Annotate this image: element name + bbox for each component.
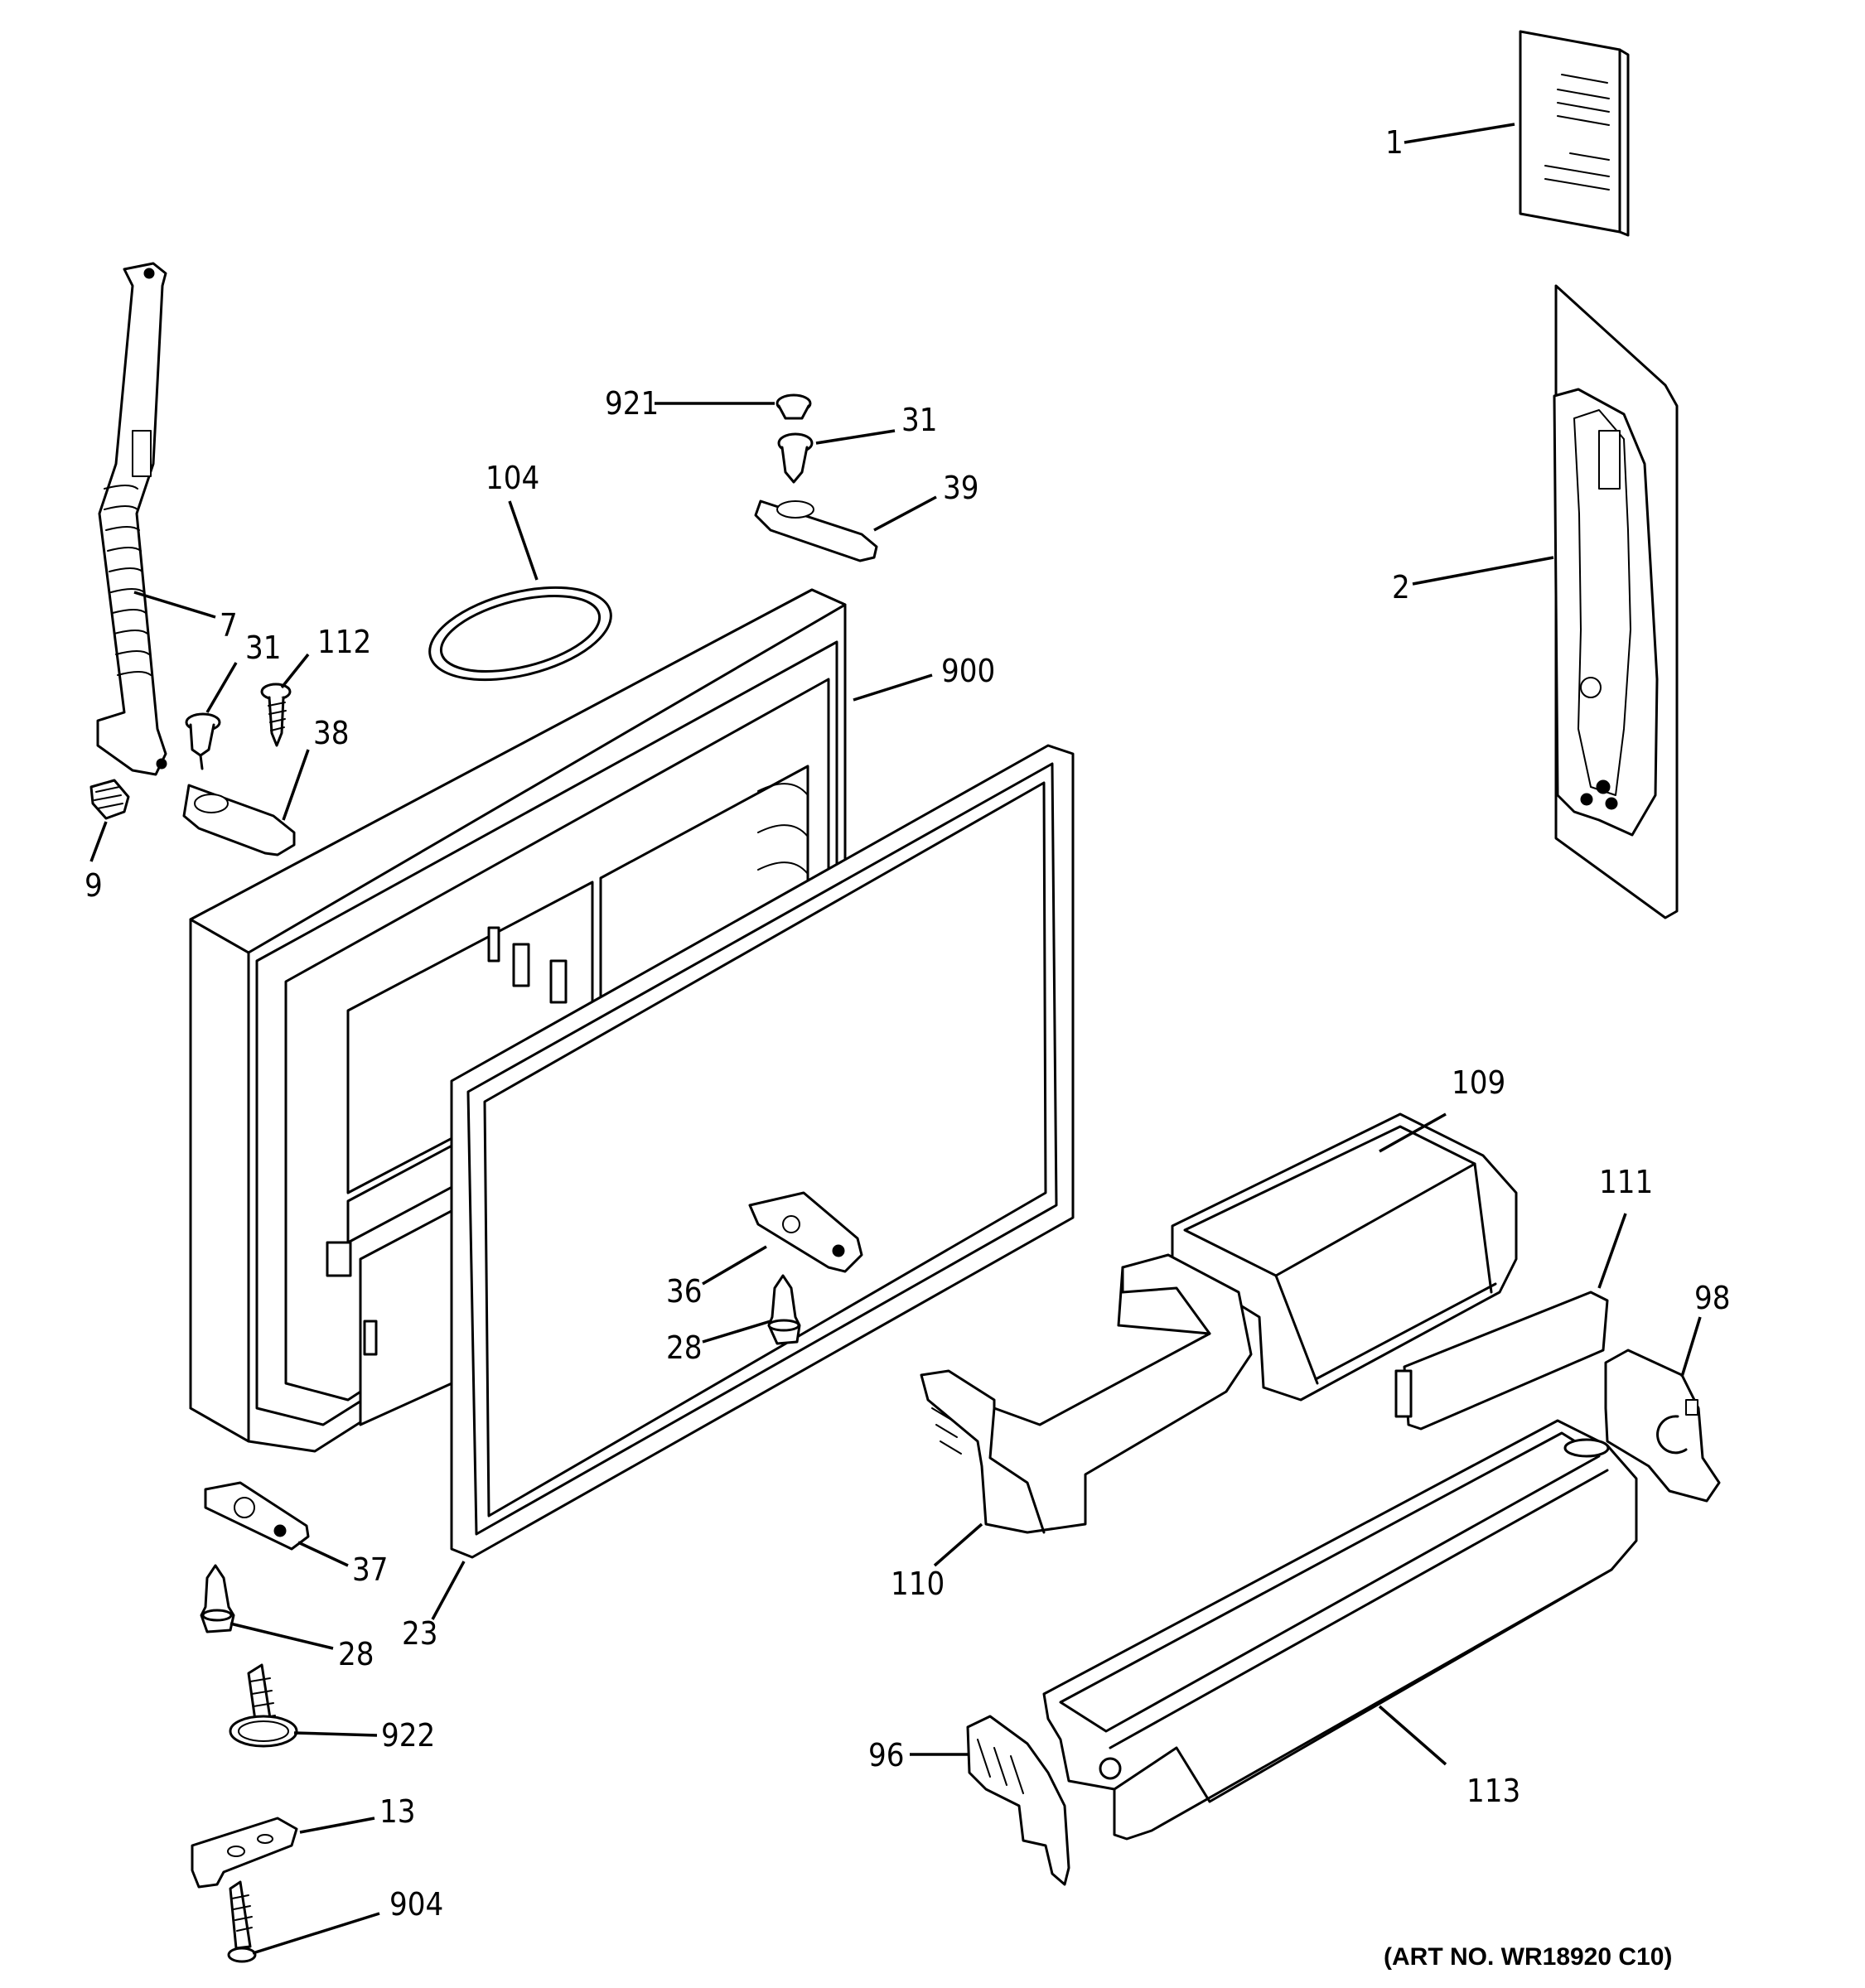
callout-9: 9	[85, 867, 103, 904]
callout-7: 7	[220, 607, 238, 644]
callout-109: 109	[1452, 1064, 1505, 1101]
leader-lines	[89, 123, 1702, 1955]
callout-900: 900	[941, 653, 995, 689]
callout-112: 112	[317, 624, 371, 660]
callout-36: 36	[666, 1273, 703, 1310]
part-922-screw-washer	[229, 1663, 298, 1748]
part-98-end-cap	[1604, 1349, 1721, 1503]
part-28-pin-left	[200, 1564, 235, 1633]
callout-922: 922	[381, 1717, 435, 1754]
callout-13: 13	[379, 1793, 416, 1830]
callout-37: 37	[352, 1551, 389, 1588]
callout-28-center: 28	[666, 1329, 703, 1366]
part-2-door-trim-panel	[1553, 284, 1679, 919]
callout-921: 921	[605, 385, 659, 422]
part-39-hinge-cover	[754, 499, 878, 562]
part-37-hinge-plate	[204, 1481, 310, 1551]
callout-2: 2	[1392, 569, 1410, 606]
part-9-shoulder-screw	[89, 779, 130, 820]
part-31-bushing-top	[777, 432, 814, 484]
part-7-hinge-harness	[96, 262, 167, 776]
part-38-hinge-cover	[182, 784, 296, 856]
art-number: (ART NO. WR18920 C10)	[1384, 1943, 1672, 1971]
part-111-bin-front	[1394, 1291, 1609, 1431]
part-13-hinge-bracket	[191, 1817, 298, 1889]
part-921-plug	[775, 393, 812, 420]
part-112-screw	[260, 683, 292, 747]
part-23-door-gasket	[450, 744, 1075, 1559]
part-110-curved-bin	[920, 1253, 1253, 1534]
part-96-end-cap	[966, 1715, 1070, 1886]
callout-28-left: 28	[338, 1636, 374, 1672]
callout-31-left: 31	[245, 630, 282, 666]
callout-labels: 1 2 7 9 31 112 38 104 921 31 39 900 36 2…	[85, 124, 1731, 1971]
part-36-hinge-plate	[748, 1191, 863, 1273]
part-904-screw	[227, 1880, 257, 1963]
callout-23: 23	[402, 1615, 438, 1652]
callout-38: 38	[313, 715, 350, 751]
part-113-long-bin	[1042, 1419, 1638, 1841]
callout-96: 96	[868, 1737, 905, 1773]
part-31-bushing-left	[185, 712, 221, 770]
callout-110: 110	[891, 1566, 945, 1602]
callout-39: 39	[943, 470, 979, 506]
callout-113: 113	[1466, 1773, 1520, 1809]
part-104-oval-gasket	[428, 586, 612, 682]
callout-111: 111	[1599, 1164, 1653, 1200]
callout-104: 104	[486, 460, 539, 496]
part-1-label-card	[1519, 30, 1630, 237]
callout-98: 98	[1694, 1280, 1731, 1316]
callout-31-top: 31	[901, 402, 938, 438]
callout-904: 904	[389, 1886, 443, 1923]
callout-1: 1	[1385, 124, 1404, 161]
